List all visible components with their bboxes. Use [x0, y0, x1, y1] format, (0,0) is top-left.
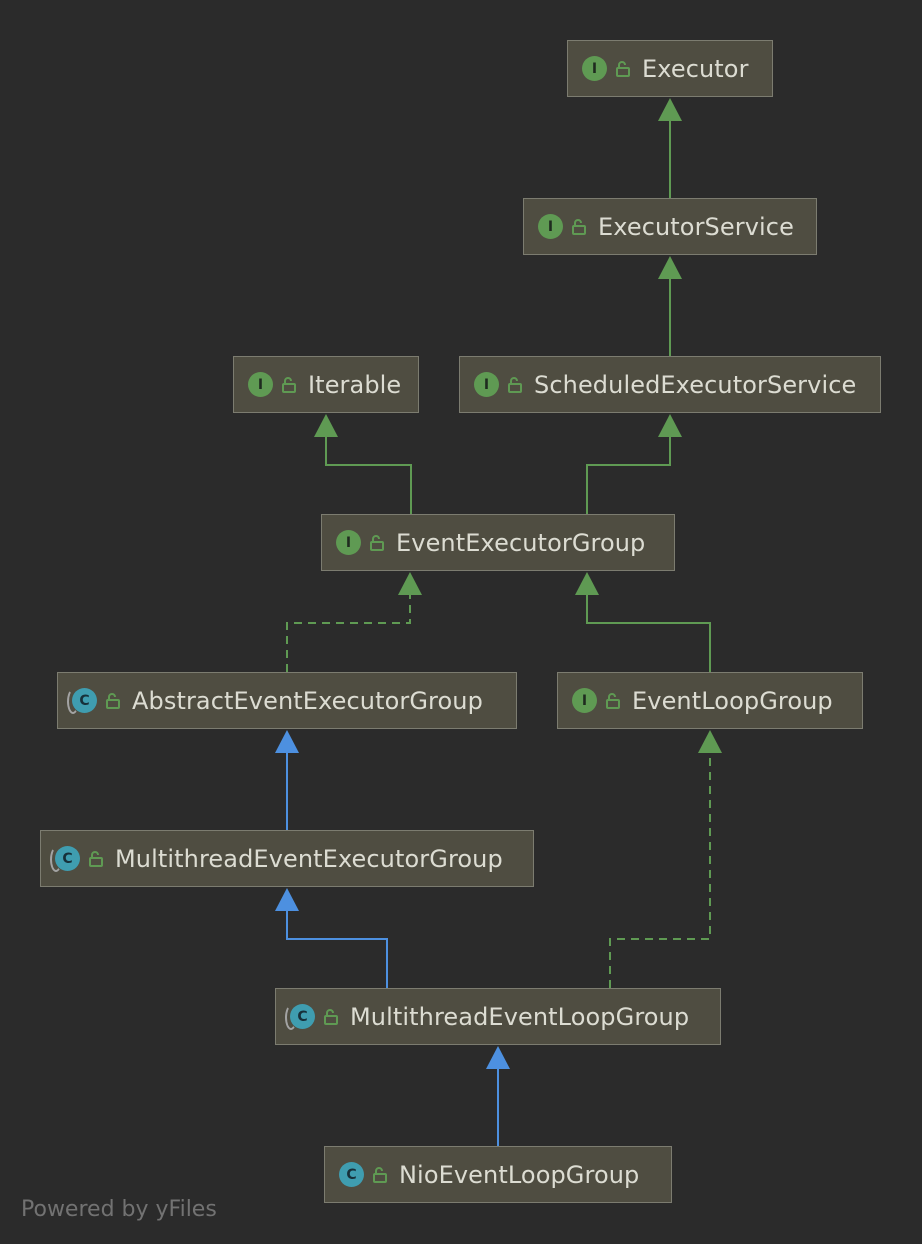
- node-label: MultithreadEventLoopGroup: [350, 1002, 690, 1031]
- unlocked-public-icon: [508, 376, 522, 393]
- node-abstract-event-executor-group[interactable]: C AbstractEventExecutorGroup: [57, 672, 517, 729]
- node-label: EventLoopGroup: [632, 686, 833, 715]
- abstract-class-icon: C: [67, 688, 97, 714]
- node-label: Executor: [642, 54, 749, 83]
- edge-eventloopgroup-to-eventexecutorgroup: [575, 572, 711, 672]
- interface-icon: I: [538, 214, 563, 239]
- unlocked-public-icon: [106, 692, 120, 709]
- unlocked-public-icon: [282, 376, 296, 393]
- node-nio-event-loop-group[interactable]: C NioEventLoopGroup: [324, 1146, 672, 1203]
- abstract-class-icon: C: [50, 846, 80, 872]
- edge-eventexecutorgroup-to-scheduledexecutorservice: [586, 414, 682, 514]
- node-scheduled-executor-service[interactable]: I ScheduledExecutorService: [459, 356, 881, 413]
- class-icon: C: [339, 1162, 364, 1187]
- interface-icon: I: [248, 372, 273, 397]
- node-label: EventExecutorGroup: [396, 528, 646, 557]
- edge-eventexecutorgroup-to-iterable: [314, 414, 412, 514]
- node-label: MultithreadEventExecutorGroup: [115, 844, 503, 873]
- edge-multithreadeventloopgroup-to-eventloopgroup: [609, 730, 722, 988]
- interface-icon: I: [474, 372, 499, 397]
- node-label: ExecutorService: [598, 212, 794, 241]
- interface-icon: I: [336, 530, 361, 555]
- unlocked-public-icon: [373, 1166, 387, 1183]
- node-label: Iterable: [308, 370, 402, 399]
- edge-abstracteventexecutorgroup-to-eventexecutorgroup: [286, 572, 422, 672]
- node-executor[interactable]: I Executor: [567, 40, 773, 97]
- node-executor-service[interactable]: I ExecutorService: [523, 198, 817, 255]
- unlocked-public-icon: [324, 1008, 338, 1025]
- unlocked-public-icon: [616, 60, 630, 77]
- node-event-executor-group[interactable]: I EventExecutorGroup: [321, 514, 675, 571]
- node-label: NioEventLoopGroup: [399, 1160, 640, 1189]
- node-iterable[interactable]: I Iterable: [233, 356, 419, 413]
- unlocked-public-icon: [572, 218, 586, 235]
- edge-multithreadeventloopgroup-to-multithreadeventexecutorgroup: [275, 888, 388, 988]
- abstract-class-icon: C: [285, 1004, 315, 1030]
- edge-scheduledexecutorservice-to-executorservice: [658, 256, 682, 356]
- node-event-loop-group[interactable]: I EventLoopGroup: [557, 672, 863, 729]
- edge-executorservice-to-executor: [658, 98, 682, 198]
- edge-multithreadeventexecutorgroup-to-abstracteventexecutorgroup: [275, 730, 299, 830]
- edge-nioeventloopgroup-to-multithreadeventloopgroup: [486, 1046, 510, 1146]
- interface-icon: I: [582, 56, 607, 81]
- node-multithread-event-loop-group[interactable]: C MultithreadEventLoopGroup: [275, 988, 721, 1045]
- unlocked-public-icon: [89, 850, 103, 867]
- node-multithread-event-executor-group[interactable]: C MultithreadEventExecutorGroup: [40, 830, 534, 887]
- unlocked-public-icon: [370, 534, 384, 551]
- powered-by-footer: Powered by yFiles: [21, 1197, 217, 1222]
- node-label: ScheduledExecutorService: [534, 370, 857, 399]
- unlocked-public-icon: [606, 692, 620, 709]
- interface-icon: I: [572, 688, 597, 713]
- node-label: AbstractEventExecutorGroup: [132, 686, 483, 715]
